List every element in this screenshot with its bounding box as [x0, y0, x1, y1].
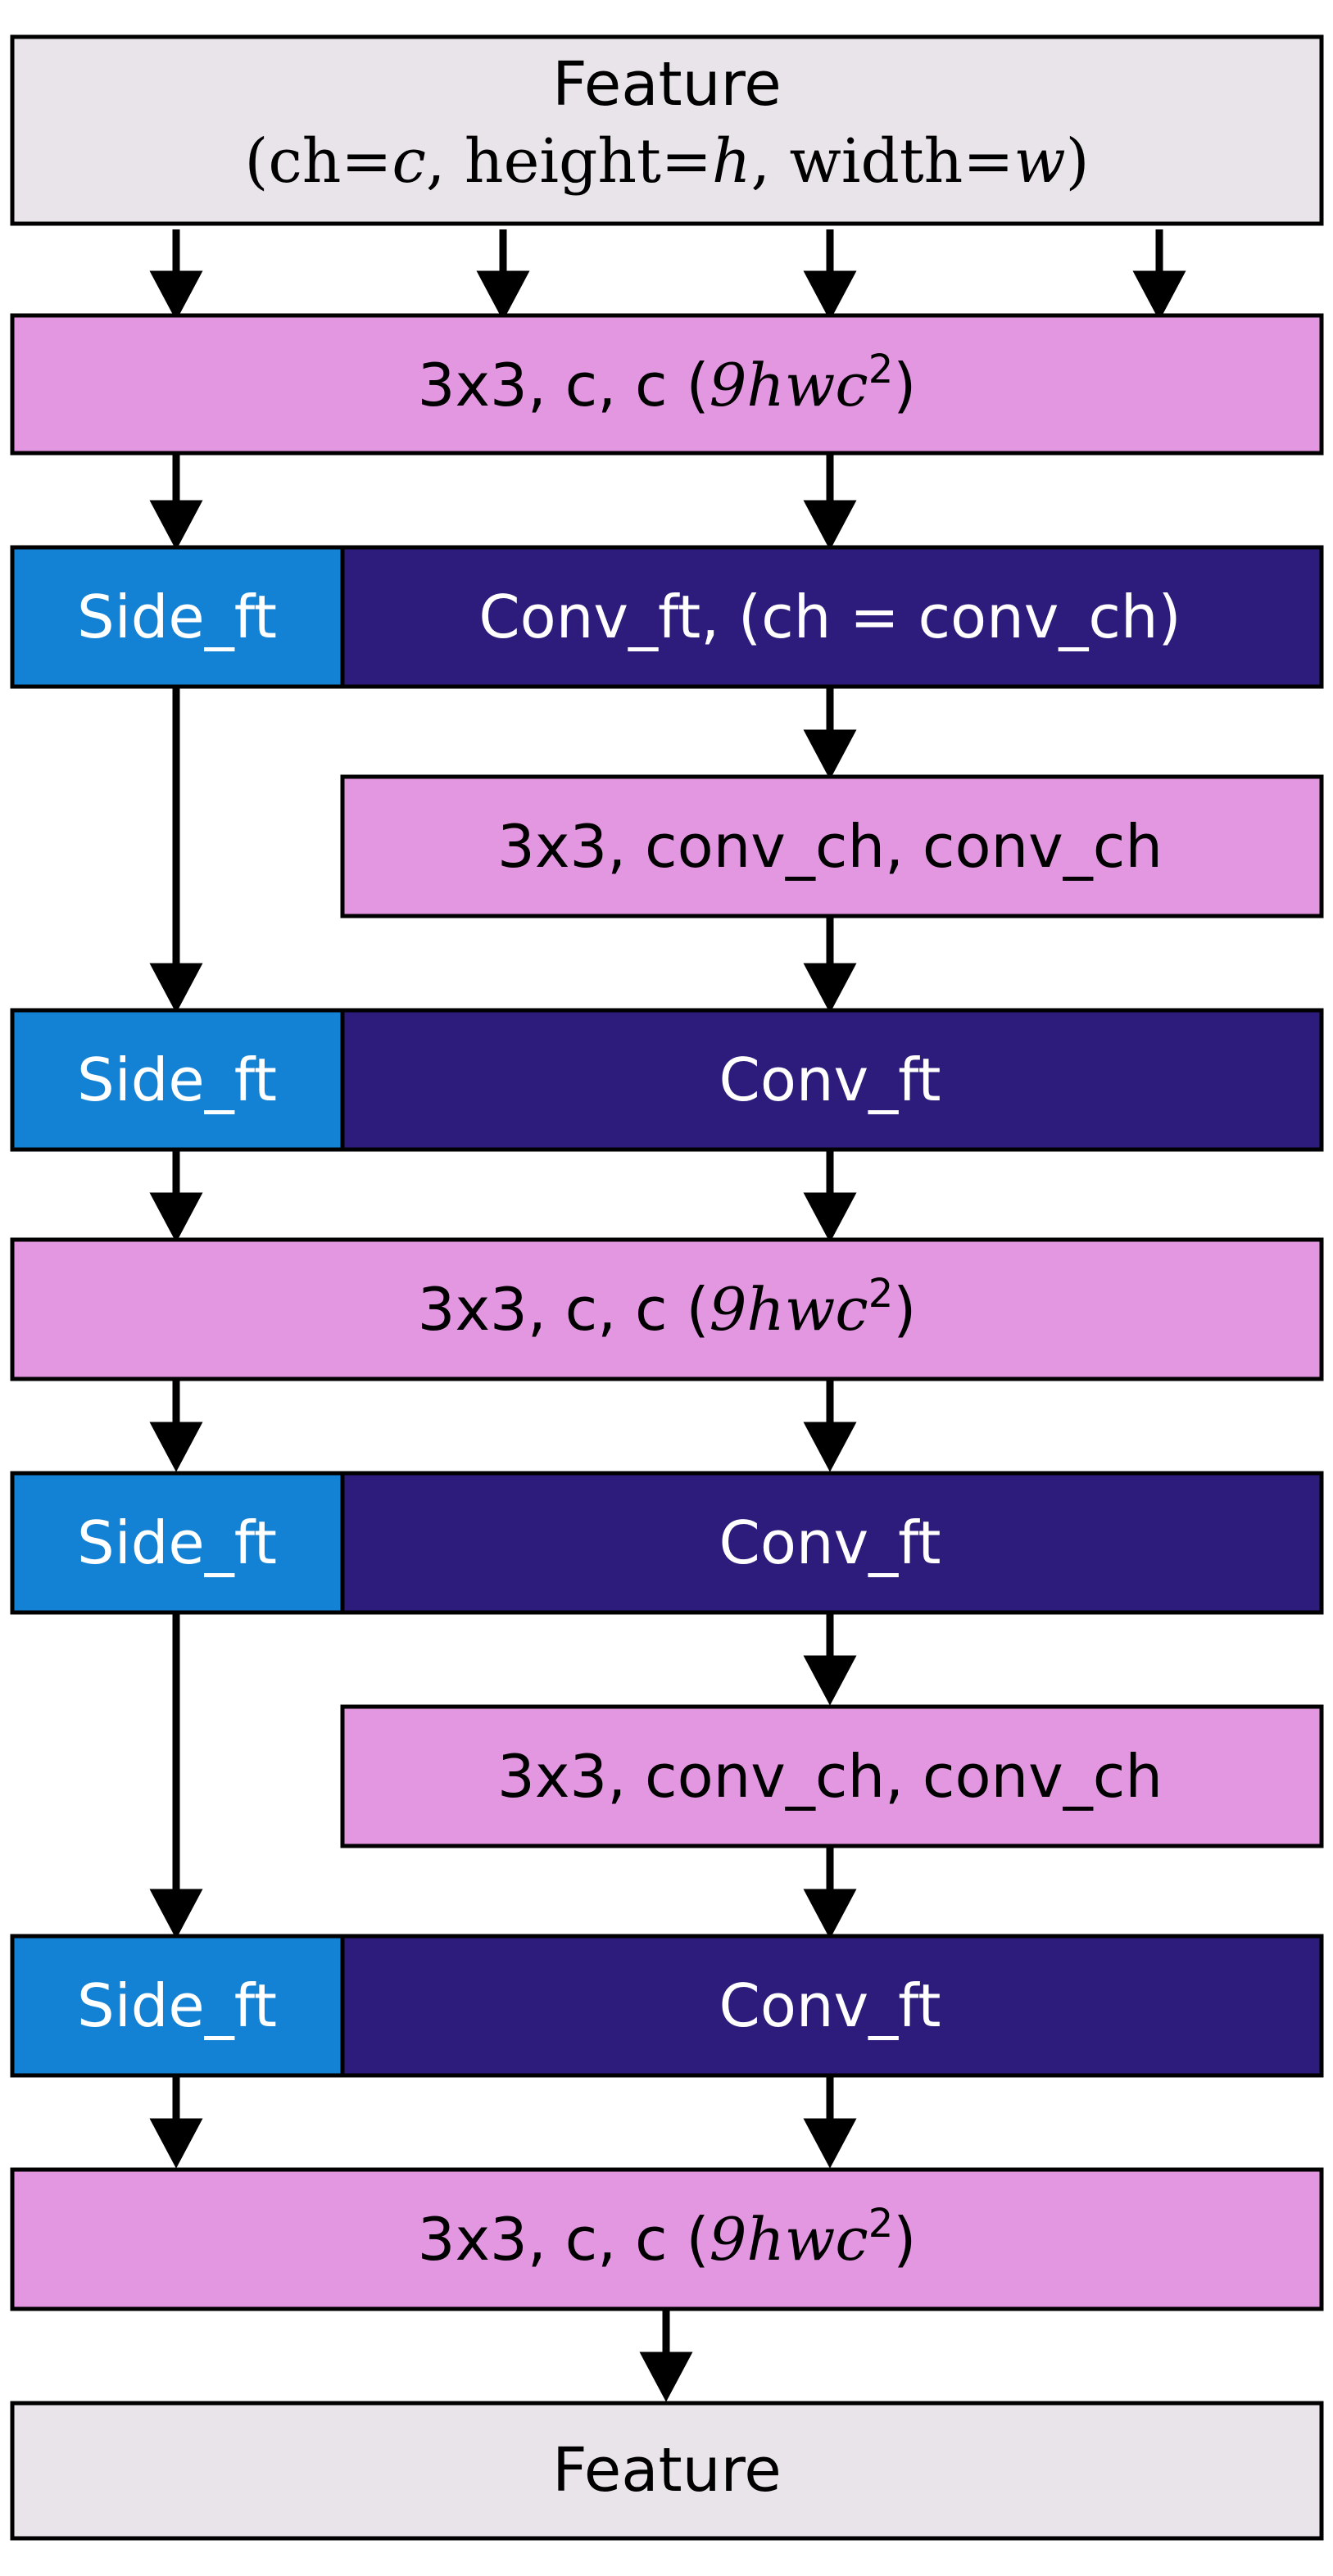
shape-close: )	[1066, 126, 1090, 197]
conv-small-label-1: 3x3, conv_ch, conv_ch	[497, 812, 1163, 881]
feature-output-box: Feature	[10, 2401, 1324, 2541]
conv-full-hwc: hwc	[746, 1275, 868, 1344]
arrow-convft4-to-conv3	[803, 2077, 857, 2169]
conv-ft-label-4: Conv_ft	[719, 1971, 941, 2040]
conv-full-hwc: hwc	[746, 2205, 868, 2274]
conv-full-label-3: 3x3, c, c (9hwc2)	[418, 2201, 917, 2274]
conv-ft-label-2: Conv_ft	[719, 1045, 941, 1114]
conv-ft-box-2	[340, 1008, 1324, 1152]
arrow-conv3-to-feature	[639, 2311, 693, 2402]
arrow-side2-to-conv2	[149, 1151, 203, 1243]
conv-full-suffix: )	[893, 2205, 916, 2274]
arrow-small2-to-convft4	[803, 1848, 857, 1939]
conv-full-prefix: 3x3, c, c (	[418, 1275, 710, 1344]
arrow-feature-to-conv1-b	[476, 229, 530, 321]
feature-input-shape: (ch=c, height=h, width=w)	[244, 126, 1089, 197]
arrows	[149, 229, 1186, 2402]
feature-input-title: Feature	[552, 49, 782, 120]
conv-small-box-2: 3x3, conv_ch, conv_ch	[340, 1704, 1324, 1848]
conv-full-box-2: 3x3, c, c (9hwc2)	[10, 1237, 1324, 1381]
side-ft-box-2	[10, 1008, 345, 1152]
arrow-convft3-to-small2	[803, 1614, 857, 1706]
conv-full-nine: 9	[710, 351, 747, 420]
shape-width-label: , width=	[751, 126, 1014, 197]
shape-c: c	[392, 126, 425, 197]
arrow-convft2-to-conv2	[803, 1151, 857, 1243]
conv-full-nine: 9	[710, 2205, 747, 2274]
conv-full-prefix: 3x3, c, c (	[418, 2205, 710, 2274]
conv-full-prefix: 3x3, c, c (	[418, 351, 710, 420]
conv-full-suffix: )	[893, 351, 916, 420]
conv-full-suffix: )	[893, 1275, 916, 1344]
arrow-conv1-to-side1	[149, 455, 203, 551]
arrow-side4-to-conv3	[149, 2077, 203, 2169]
side-ft-label-1: Side_ft	[77, 583, 277, 651]
arrow-conv2-to-side3	[149, 1381, 203, 1472]
conv-full-sup: 2	[868, 1271, 894, 1317]
split-row-2: Side_ft Conv_ft	[10, 1008, 1324, 1152]
side-ft-label-2: Side_ft	[77, 1045, 277, 1114]
conv-full-nine: 9	[710, 1275, 747, 1344]
conv-ft-label-1: Conv_ft, (ch = conv_ch)	[478, 583, 1181, 651]
side-ft-box-1	[10, 545, 345, 689]
conv-full-sup: 2	[868, 347, 894, 392]
side-ft-box-3	[10, 1471, 345, 1615]
arrow-feature-to-conv1-d	[1132, 229, 1186, 321]
side-ft-label-4: Side_ft	[77, 1971, 277, 2040]
conv-full-box-1: 3x3, c, c (9hwc2)	[10, 313, 1324, 456]
conv-ft-label-3: Conv_ft	[719, 1508, 941, 1577]
conv-full-hwc: hwc	[746, 351, 868, 420]
arrow-side3-to-side4	[149, 1614, 203, 1939]
conv-small-box-1: 3x3, conv_ch, conv_ch	[340, 774, 1324, 918]
split-row-1: Side_ft Conv_ft, (ch = conv_ch)	[10, 545, 1324, 689]
shape-h: h	[712, 126, 751, 197]
split-row-3: Side_ft Conv_ft	[10, 1471, 1324, 1615]
shape-w: w	[1013, 126, 1065, 197]
side-ft-box-4	[10, 1934, 345, 2078]
conv-full-sup: 2	[868, 2201, 894, 2247]
arrow-feature-to-conv1-a	[149, 229, 203, 321]
conv-full-box-3: 3x3, c, c (9hwc2)	[10, 2167, 1324, 2311]
feature-output-label: Feature	[552, 2435, 782, 2506]
shape-open: (ch=	[244, 126, 392, 197]
conv-full-label-1: 3x3, c, c (9hwc2)	[418, 347, 917, 420]
shape-height-label: , height=	[426, 126, 712, 197]
side-ft-label-3: Side_ft	[77, 1508, 277, 1577]
arrow-conv2-to-convft3	[803, 1381, 857, 1472]
arrow-feature-to-conv1-c	[803, 229, 857, 321]
conv-small-label-2: 3x3, conv_ch, conv_ch	[497, 1742, 1163, 1811]
conv-ft-box-4	[340, 1934, 1324, 2078]
arrow-small1-to-convft2	[803, 918, 857, 1014]
feature-input-box: Feature (ch=c, height=h, width=w)	[10, 34, 1324, 226]
conv-ft-box-1	[340, 545, 1324, 689]
conv-full-label-2: 3x3, c, c (9hwc2)	[418, 1271, 917, 1344]
arrow-conv1-to-convft1	[803, 455, 857, 551]
arrow-convft1-to-small1	[803, 688, 857, 780]
arrow-side1-to-side2	[149, 688, 203, 1014]
split-row-4: Side_ft Conv_ft	[10, 1934, 1324, 2078]
conv-ft-box-3	[340, 1471, 1324, 1615]
